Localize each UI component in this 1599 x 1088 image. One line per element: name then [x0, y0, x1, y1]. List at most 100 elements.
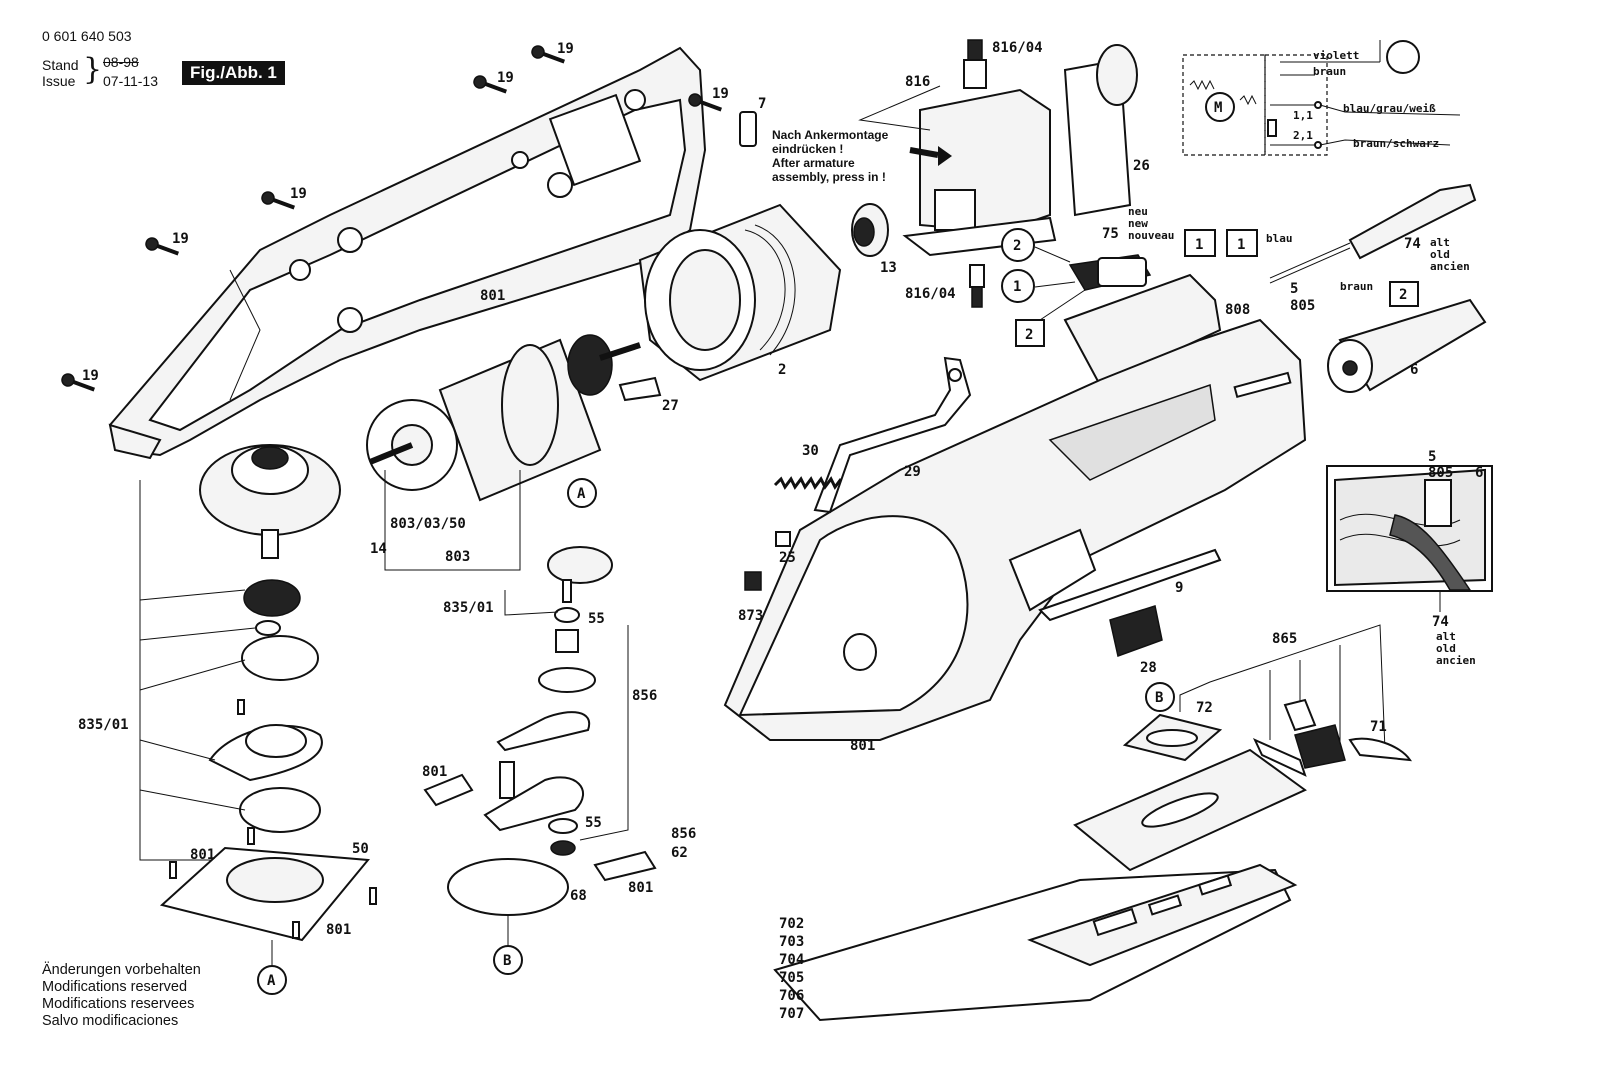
label-816: 816: [905, 74, 930, 90]
marker-a: A: [577, 486, 586, 502]
label-62: 62: [671, 845, 688, 861]
footer-note-en: Modifications reserved: [42, 979, 188, 995]
label-19: 19: [290, 186, 307, 202]
new-label-de: neu: [1128, 205, 1148, 218]
marker-b: B: [1155, 690, 1163, 706]
screw-group-19: [61, 45, 722, 392]
marker-box-2: [1015, 319, 1045, 347]
footer-note-es: Salvo modificaciones: [42, 1013, 179, 1029]
new-label-en: new: [1128, 217, 1148, 230]
label-6: 6: [1410, 362, 1418, 378]
sleeve-808: [1063, 273, 1222, 387]
label-26: 26: [1133, 158, 1150, 174]
sole-plate-70x: [773, 863, 1298, 1022]
label-6: 6: [1475, 465, 1483, 481]
marker-circle-a: [567, 478, 597, 508]
label-816-04: 816/04: [905, 286, 956, 302]
label-801: 801: [480, 288, 505, 304]
label-27: 27: [662, 398, 679, 414]
label-702: 702: [779, 916, 804, 932]
housing-half-left: [108, 46, 707, 460]
label-19: 19: [712, 86, 729, 102]
marker-circle-b: [493, 945, 523, 975]
label-873: 873: [738, 608, 763, 624]
label-801: 801: [326, 922, 351, 938]
label-803-03-50: 803/03/50: [390, 516, 466, 532]
marker-a: A: [267, 973, 276, 989]
label-2: 2: [778, 362, 786, 378]
armature: [366, 334, 641, 502]
main-housing-801: [723, 318, 1307, 741]
blau-label: blau: [1266, 232, 1293, 245]
gear-stack-left: [199, 444, 341, 833]
clip-801: [593, 850, 657, 882]
label-5: 5: [1428, 449, 1436, 465]
clip-71: [1348, 737, 1413, 762]
pad-72: [1122, 713, 1223, 762]
base-plate-right: [1073, 738, 1307, 872]
spring-30: [773, 476, 843, 490]
label-74: 74: [1432, 614, 1449, 630]
label-805: 805: [1428, 465, 1453, 481]
marker-circle-1: [1001, 269, 1035, 303]
old-label-en: old: [1436, 642, 1456, 655]
assembly-note: Nach Ankermontage eindrücken ! After arm…: [772, 128, 888, 184]
wiring-diagram: M violett braun blau/grau/weiß braun/sch…: [1182, 40, 1461, 156]
label-835-01: 835/01: [78, 717, 129, 733]
old-label-fr: ancien: [1430, 260, 1470, 273]
new-label-fr: nouveau: [1128, 229, 1174, 242]
old-label-fr: ancien: [1436, 654, 1476, 667]
label-707: 707: [779, 1006, 804, 1022]
button-28: [1109, 605, 1163, 657]
board-26: [1063, 44, 1138, 217]
assembly-note-line: assembly, press in !: [772, 170, 886, 184]
marker-box-2-text: 2: [1399, 287, 1407, 303]
label-50: 50: [352, 841, 369, 857]
marker-box-1: [1184, 229, 1216, 257]
issue-label: Issue: [42, 73, 76, 89]
assembly-note-line: eindrücken !: [772, 142, 844, 156]
footer-note-fr: Modifications reservees: [42, 996, 195, 1012]
wire-blau-grau-weiss: blau/grau/weiß: [1343, 102, 1436, 115]
label-856: 856: [671, 826, 696, 842]
label-5: 5: [1290, 281, 1298, 297]
label-803: 803: [445, 549, 470, 565]
clip-801: [423, 773, 474, 807]
label-19: 19: [497, 70, 514, 86]
contact-2-1: 2,1: [1293, 129, 1313, 142]
label-706: 706: [779, 988, 804, 1004]
pin-25: [775, 531, 791, 547]
part-27: [618, 376, 662, 402]
label-9: 9: [1175, 580, 1183, 596]
label-801: 801: [628, 880, 653, 896]
contact-1-1: 1,1: [1293, 109, 1313, 122]
brace-glyph: }: [83, 52, 103, 87]
label-55: 55: [588, 611, 605, 627]
label-865: 865: [1272, 631, 1297, 647]
label-805: 805: [1290, 298, 1315, 314]
marker-box-1: [1226, 229, 1258, 257]
label-808: 808: [1225, 302, 1250, 318]
old-date: 08-98: [103, 54, 139, 70]
switch-module-816: [902, 39, 1057, 308]
label-75: 75: [1102, 226, 1119, 242]
label-29: 29: [904, 464, 921, 480]
label-816-04: 816/04: [992, 40, 1043, 56]
label-13: 13: [880, 260, 897, 276]
marker-2: 2: [1013, 238, 1021, 254]
assembly-note-line: After armature: [772, 156, 855, 170]
base-plate-50: [159, 827, 377, 942]
label-835-01: 835/01: [443, 600, 494, 616]
label-28: 28: [1140, 660, 1157, 676]
assembly-note-line: Nach Ankermontage: [772, 128, 889, 142]
footer-note-de: Änderungen vorbehalten: [42, 962, 201, 978]
label-55: 55: [585, 815, 602, 831]
label-7: 7: [758, 96, 766, 112]
marker-box-1-text: 1: [1237, 237, 1245, 253]
marker-1: 1: [1013, 279, 1021, 295]
label-801: 801: [190, 847, 215, 863]
label-19: 19: [172, 231, 189, 247]
label-856: 856: [632, 688, 657, 704]
label-72: 72: [1196, 700, 1213, 716]
